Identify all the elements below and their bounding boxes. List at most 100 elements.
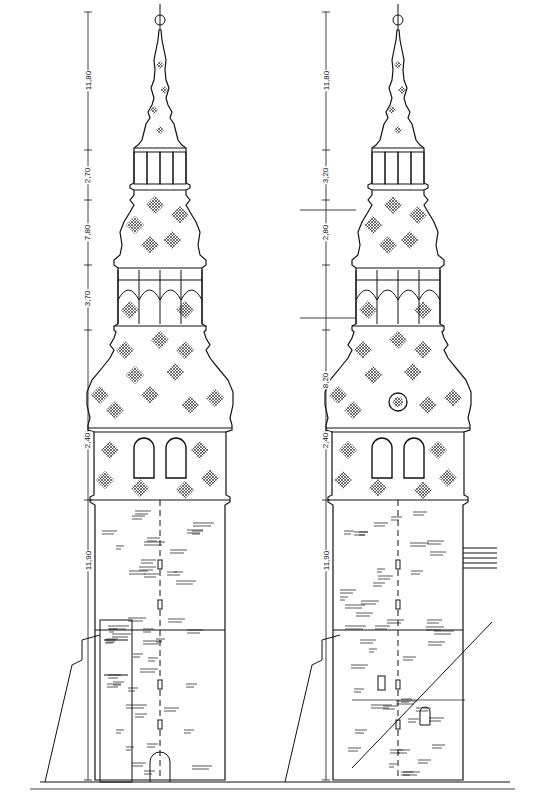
masonry-mark — [359, 535, 365, 536]
masonry-mark — [192, 531, 203, 532]
masonry-mark — [430, 555, 443, 556]
upper-lantern — [173, 152, 186, 184]
masonry-mark — [135, 717, 144, 718]
masonry-mark — [135, 511, 151, 512]
masonry-mark — [113, 682, 124, 683]
masonry-mark — [371, 705, 392, 706]
masonry-mark — [105, 643, 113, 644]
slit-window — [158, 680, 162, 689]
masonry-mark — [340, 593, 353, 594]
scale-patch — [364, 216, 382, 234]
masonry-mark — [132, 763, 146, 764]
scale-patch — [364, 366, 382, 384]
masonry-mark — [434, 634, 451, 635]
masonry-mark — [174, 572, 183, 573]
dimension-tick — [84, 150, 92, 151]
upper-lantern — [411, 152, 424, 184]
masonry-mark — [354, 692, 361, 693]
scale-patch — [404, 363, 422, 381]
masonry-mark — [403, 772, 413, 773]
masonry-mark — [428, 642, 445, 643]
masonry-mark — [147, 541, 157, 542]
masonry-mark — [383, 709, 395, 710]
masonry-mark — [387, 623, 401, 624]
scale-patch — [150, 106, 158, 114]
masonry-mark — [396, 701, 417, 702]
masonry-mark — [132, 766, 143, 767]
tower-outline — [325, 30, 471, 780]
masonry-mark — [187, 533, 200, 534]
masonry-mark — [432, 745, 445, 746]
slit-window — [158, 720, 162, 729]
masonry-mark — [391, 517, 402, 518]
masonry-mark — [408, 722, 416, 723]
dimension-label: 11,90 — [84, 549, 93, 570]
scale-patch — [191, 441, 209, 459]
masonry-mark — [375, 626, 390, 627]
masonry-mark — [116, 730, 124, 731]
scale-patch — [369, 479, 387, 497]
masonry-mark — [170, 553, 184, 554]
masonry-mark — [112, 637, 128, 638]
dimension-tick — [322, 200, 330, 201]
masonry-mark — [361, 604, 376, 605]
dimension-tick — [84, 265, 92, 266]
masonry-mark — [192, 766, 212, 767]
masonry-mark — [371, 708, 389, 709]
masonry-mark — [143, 641, 162, 642]
masonry-mark — [374, 523, 388, 524]
lantern-post — [202, 270, 203, 324]
masonry-mark — [354, 689, 364, 690]
masonry-mark — [139, 570, 153, 571]
masonry-mark — [429, 718, 444, 719]
masonry-mark — [116, 549, 121, 550]
scale-patch — [329, 386, 347, 404]
masonry-mark — [144, 545, 162, 546]
masonry-mark — [397, 750, 410, 751]
masonry-mark — [411, 571, 423, 572]
window — [420, 707, 430, 725]
scale-patch — [419, 396, 437, 414]
masonry-mark — [389, 764, 397, 765]
cornice-line — [352, 326, 444, 327]
cornice-line — [94, 432, 226, 433]
dimension-label: 2,70 — [83, 166, 92, 184]
masonry-mark — [345, 626, 366, 627]
scale-patch — [156, 126, 164, 134]
dimension-tick — [322, 12, 330, 13]
cornice-line — [372, 148, 424, 149]
masonry-mark — [168, 622, 182, 623]
masonry-mark — [401, 775, 417, 776]
masonry-mark — [147, 747, 155, 748]
masonry-mark — [187, 633, 200, 634]
masonry-mark — [387, 620, 404, 621]
masonry-mark — [354, 535, 365, 536]
masonry-mark — [143, 644, 159, 645]
scale-patch — [444, 389, 462, 407]
masonry-mark — [129, 574, 145, 575]
scale-patch — [206, 389, 224, 407]
masonry-mark — [427, 544, 441, 545]
masonry-mark — [144, 774, 152, 775]
cornice-line — [326, 428, 470, 429]
masonry-mark — [389, 767, 394, 768]
buttress — [100, 620, 132, 782]
cornice-line — [118, 268, 202, 269]
lantern-arch — [160, 290, 181, 300]
scale-patch — [126, 366, 144, 384]
scale-patch — [398, 86, 406, 94]
belfry-window — [372, 438, 392, 478]
scale-patch — [176, 301, 194, 319]
dimension-label: 11,80 — [84, 69, 93, 90]
masonry-mark — [186, 684, 197, 685]
masonry-mark — [108, 629, 126, 630]
masonry-mark — [132, 519, 142, 520]
scale-patch — [181, 396, 199, 414]
masonry-mark — [106, 642, 115, 643]
masonry-mark — [401, 702, 409, 703]
scale-patch — [394, 61, 402, 69]
scale-patch — [339, 441, 357, 459]
masonry-mark — [143, 629, 154, 630]
scale-patch — [131, 479, 149, 497]
